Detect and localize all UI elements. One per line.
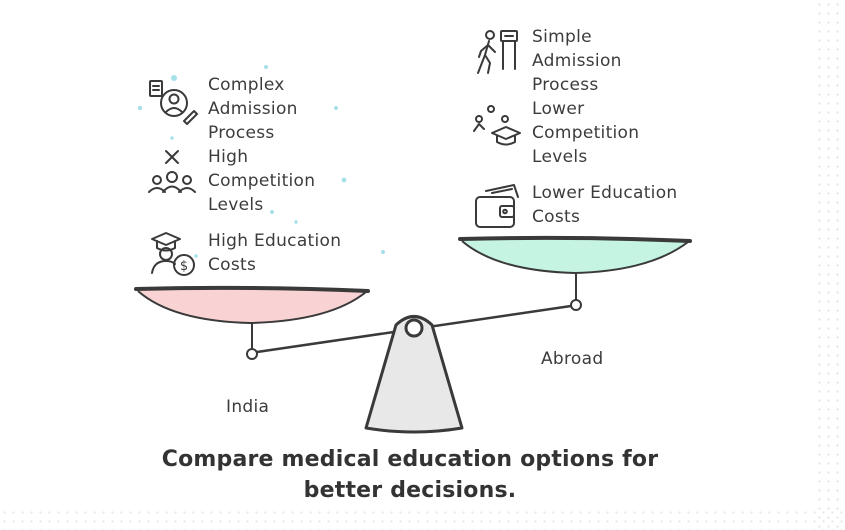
dot-grid-bottom (0, 508, 845, 530)
wallet-icon (475, 184, 519, 228)
graduation-cap-icon (473, 105, 521, 146)
walking-person-icon (477, 30, 518, 74)
india-label: India (226, 397, 270, 417)
india-pan (134, 285, 370, 360)
svg-text:$: $ (180, 259, 188, 274)
abroad-item-competition: Lower Competition Levels (470, 97, 639, 169)
india-item-competition: High Competition Levels (146, 145, 315, 217)
india-item-admission-label: Complex Admission Process (208, 75, 298, 143)
india-item-admission: Complex Admission Process (146, 73, 298, 145)
abroad-label: Abroad (541, 349, 604, 369)
admission-form-icon (149, 80, 198, 125)
abroad-item-costs: Lower Education Costs (470, 181, 677, 233)
competition-people-icon (148, 150, 196, 193)
india-item-competition-label: High Competition Levels (208, 147, 316, 215)
graduate-cost-icon: $ (151, 232, 195, 276)
dot-grid-right (815, 0, 845, 530)
abroad-item-costs-label: Lower Education Costs (532, 183, 678, 227)
india-item-costs: $ High Education Costs (146, 229, 341, 281)
abroad-item-admission-label: Simple Admission Process (532, 27, 622, 95)
caption: Compare medical education options for be… (161, 447, 659, 503)
abroad-item-competition-label: Lower Competition Levels (532, 99, 640, 167)
india-item-costs-label: High Education Costs (208, 231, 342, 275)
abroad-item-admission: Simple Admission Process (470, 25, 622, 97)
abroad-pan (458, 235, 692, 311)
scale-fulcrum (364, 315, 464, 434)
decorative-dots (137, 65, 385, 258)
